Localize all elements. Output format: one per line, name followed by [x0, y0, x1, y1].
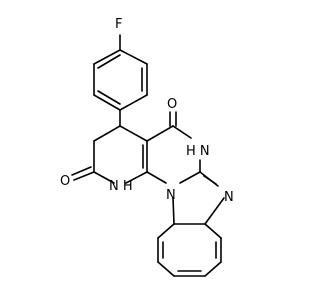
structure-canvas: F O O H N N H N N	[60, 17, 234, 277]
bond-double-inner	[203, 175, 217, 185]
bond	[93, 49, 121, 65]
bond-co-left-2	[71, 166, 92, 176]
bond	[204, 197, 225, 225]
bond	[93, 125, 121, 142]
bond	[172, 125, 192, 139]
bond-double-inner	[97, 90, 121, 105]
bond	[119, 94, 148, 111]
nh-left-label: N H	[109, 179, 133, 194]
nh-right-label: H N	[186, 144, 210, 159]
bond	[204, 261, 222, 277]
bond	[157, 261, 175, 277]
fluorine-label: F	[115, 17, 122, 32]
molecule-structure: F O O H N N H N N	[60, 17, 234, 277]
bond-double-inner	[97, 54, 121, 69]
bond	[119, 125, 148, 142]
bond	[93, 171, 115, 184]
bond	[146, 125, 174, 142]
bond	[204, 223, 222, 239]
bond-co-left	[73, 171, 95, 181]
imidazole-n-label: N	[224, 190, 234, 205]
bond	[172, 197, 175, 225]
bond	[146, 171, 167, 184]
bond	[179, 171, 201, 184]
bond	[157, 223, 175, 239]
bond	[93, 94, 121, 111]
oxygen-left-label: O	[60, 174, 70, 189]
bridge-n-label: N	[166, 188, 176, 203]
oxygen-top-label: O	[167, 97, 177, 112]
bond	[119, 49, 148, 65]
bond	[125, 171, 148, 184]
